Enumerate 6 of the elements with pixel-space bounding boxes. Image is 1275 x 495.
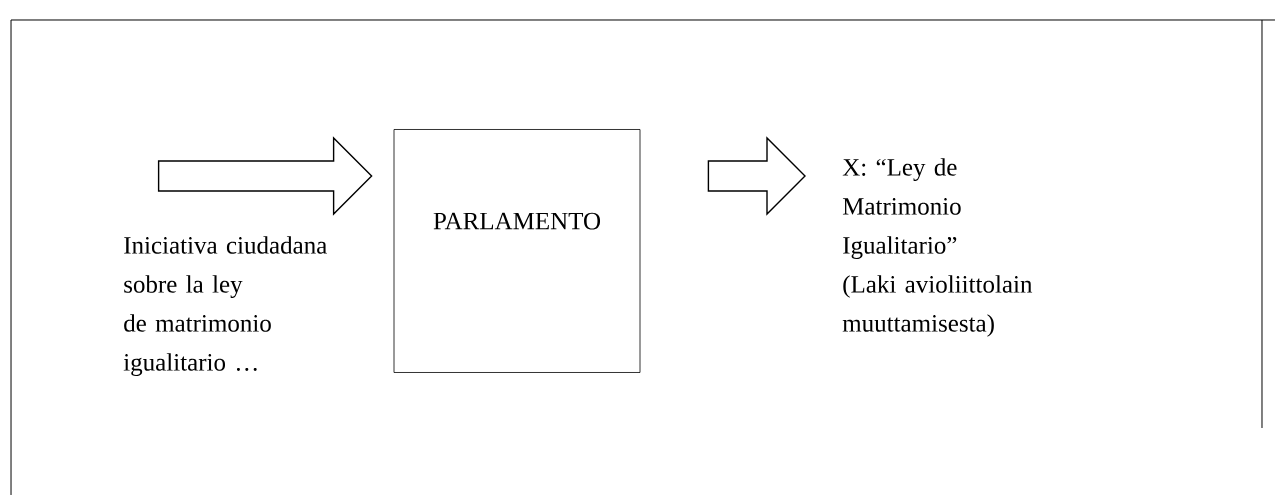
block-arrow — [707, 136, 806, 216]
node-text: X: “Ley de Matrimonio Igualitario” — [842, 158, 961, 259]
process-box: PARLAMENTO — [393, 129, 641, 373]
block-arrow — [157, 136, 373, 216]
caption-text: Iniciativa ciudadana sobre la ley de matrimonio igualitario … — [123, 236, 327, 376]
node-text: (Laki avioliittolain muuttamisesta) — [842, 275, 1033, 337]
